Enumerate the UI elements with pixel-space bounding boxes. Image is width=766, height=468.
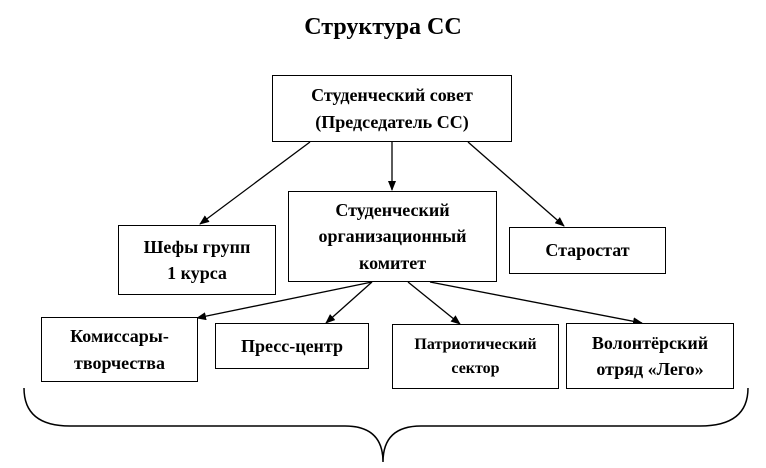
box-student-council: Студенческий совет (Председатель СС) <box>272 75 512 142</box>
arrow-council-curators <box>199 141 311 225</box>
curly-brace <box>23 387 749 463</box>
arrow-council-starostat <box>467 141 565 227</box>
box-starostat: Старостат <box>509 227 666 274</box>
arrow-committee-commissars <box>196 281 373 321</box>
box-label: Студенческий совет (Председатель СС) <box>311 85 473 132</box>
box-organizing-committee: Студенческий организационный комитет <box>288 191 497 282</box>
arrow-committee-patriotic <box>407 281 461 325</box>
diagram-title: Структура СС <box>304 14 462 40</box>
arrow-committee-press <box>325 281 373 324</box>
box-label: Пресс-центр <box>241 335 343 356</box>
box-group-curators: Шефы групп 1 курса <box>118 225 276 295</box>
box-label: Волонтёрский отряд «Лего» <box>591 332 709 379</box>
arrow-committee-volunteer <box>429 281 643 326</box>
box-label: Шефы групп 1 курса <box>143 236 251 283</box>
box-volunteer-squad: Волонтёрский отряд «Лего» <box>566 323 734 389</box>
box-patriotic-sector: Патриотический сектор <box>392 324 559 389</box>
box-label: Комиссары- творчества <box>70 326 169 373</box>
box-label: Студенческий организационный комитет <box>318 200 467 273</box>
box-commissars: Комиссары- творчества <box>41 317 198 382</box>
box-label: Патриотический сектор <box>414 336 537 377</box>
box-label: Старостат <box>545 240 630 261</box>
box-press-center: Пресс-центр <box>215 323 369 369</box>
